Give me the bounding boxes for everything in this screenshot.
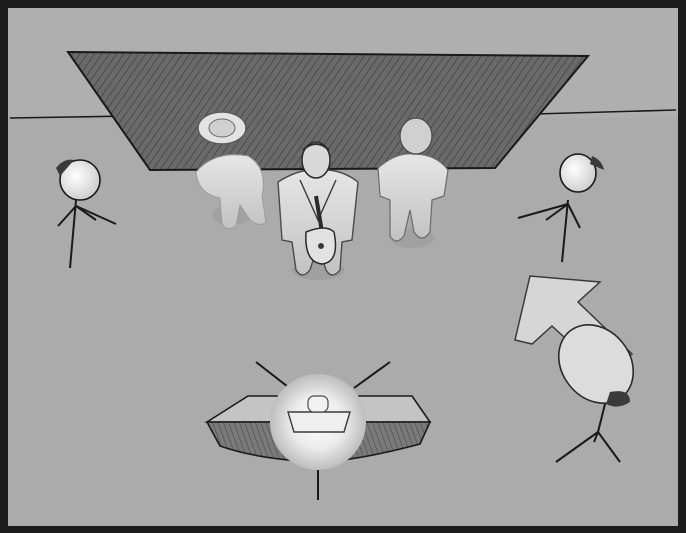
right-light-head [560,154,596,192]
